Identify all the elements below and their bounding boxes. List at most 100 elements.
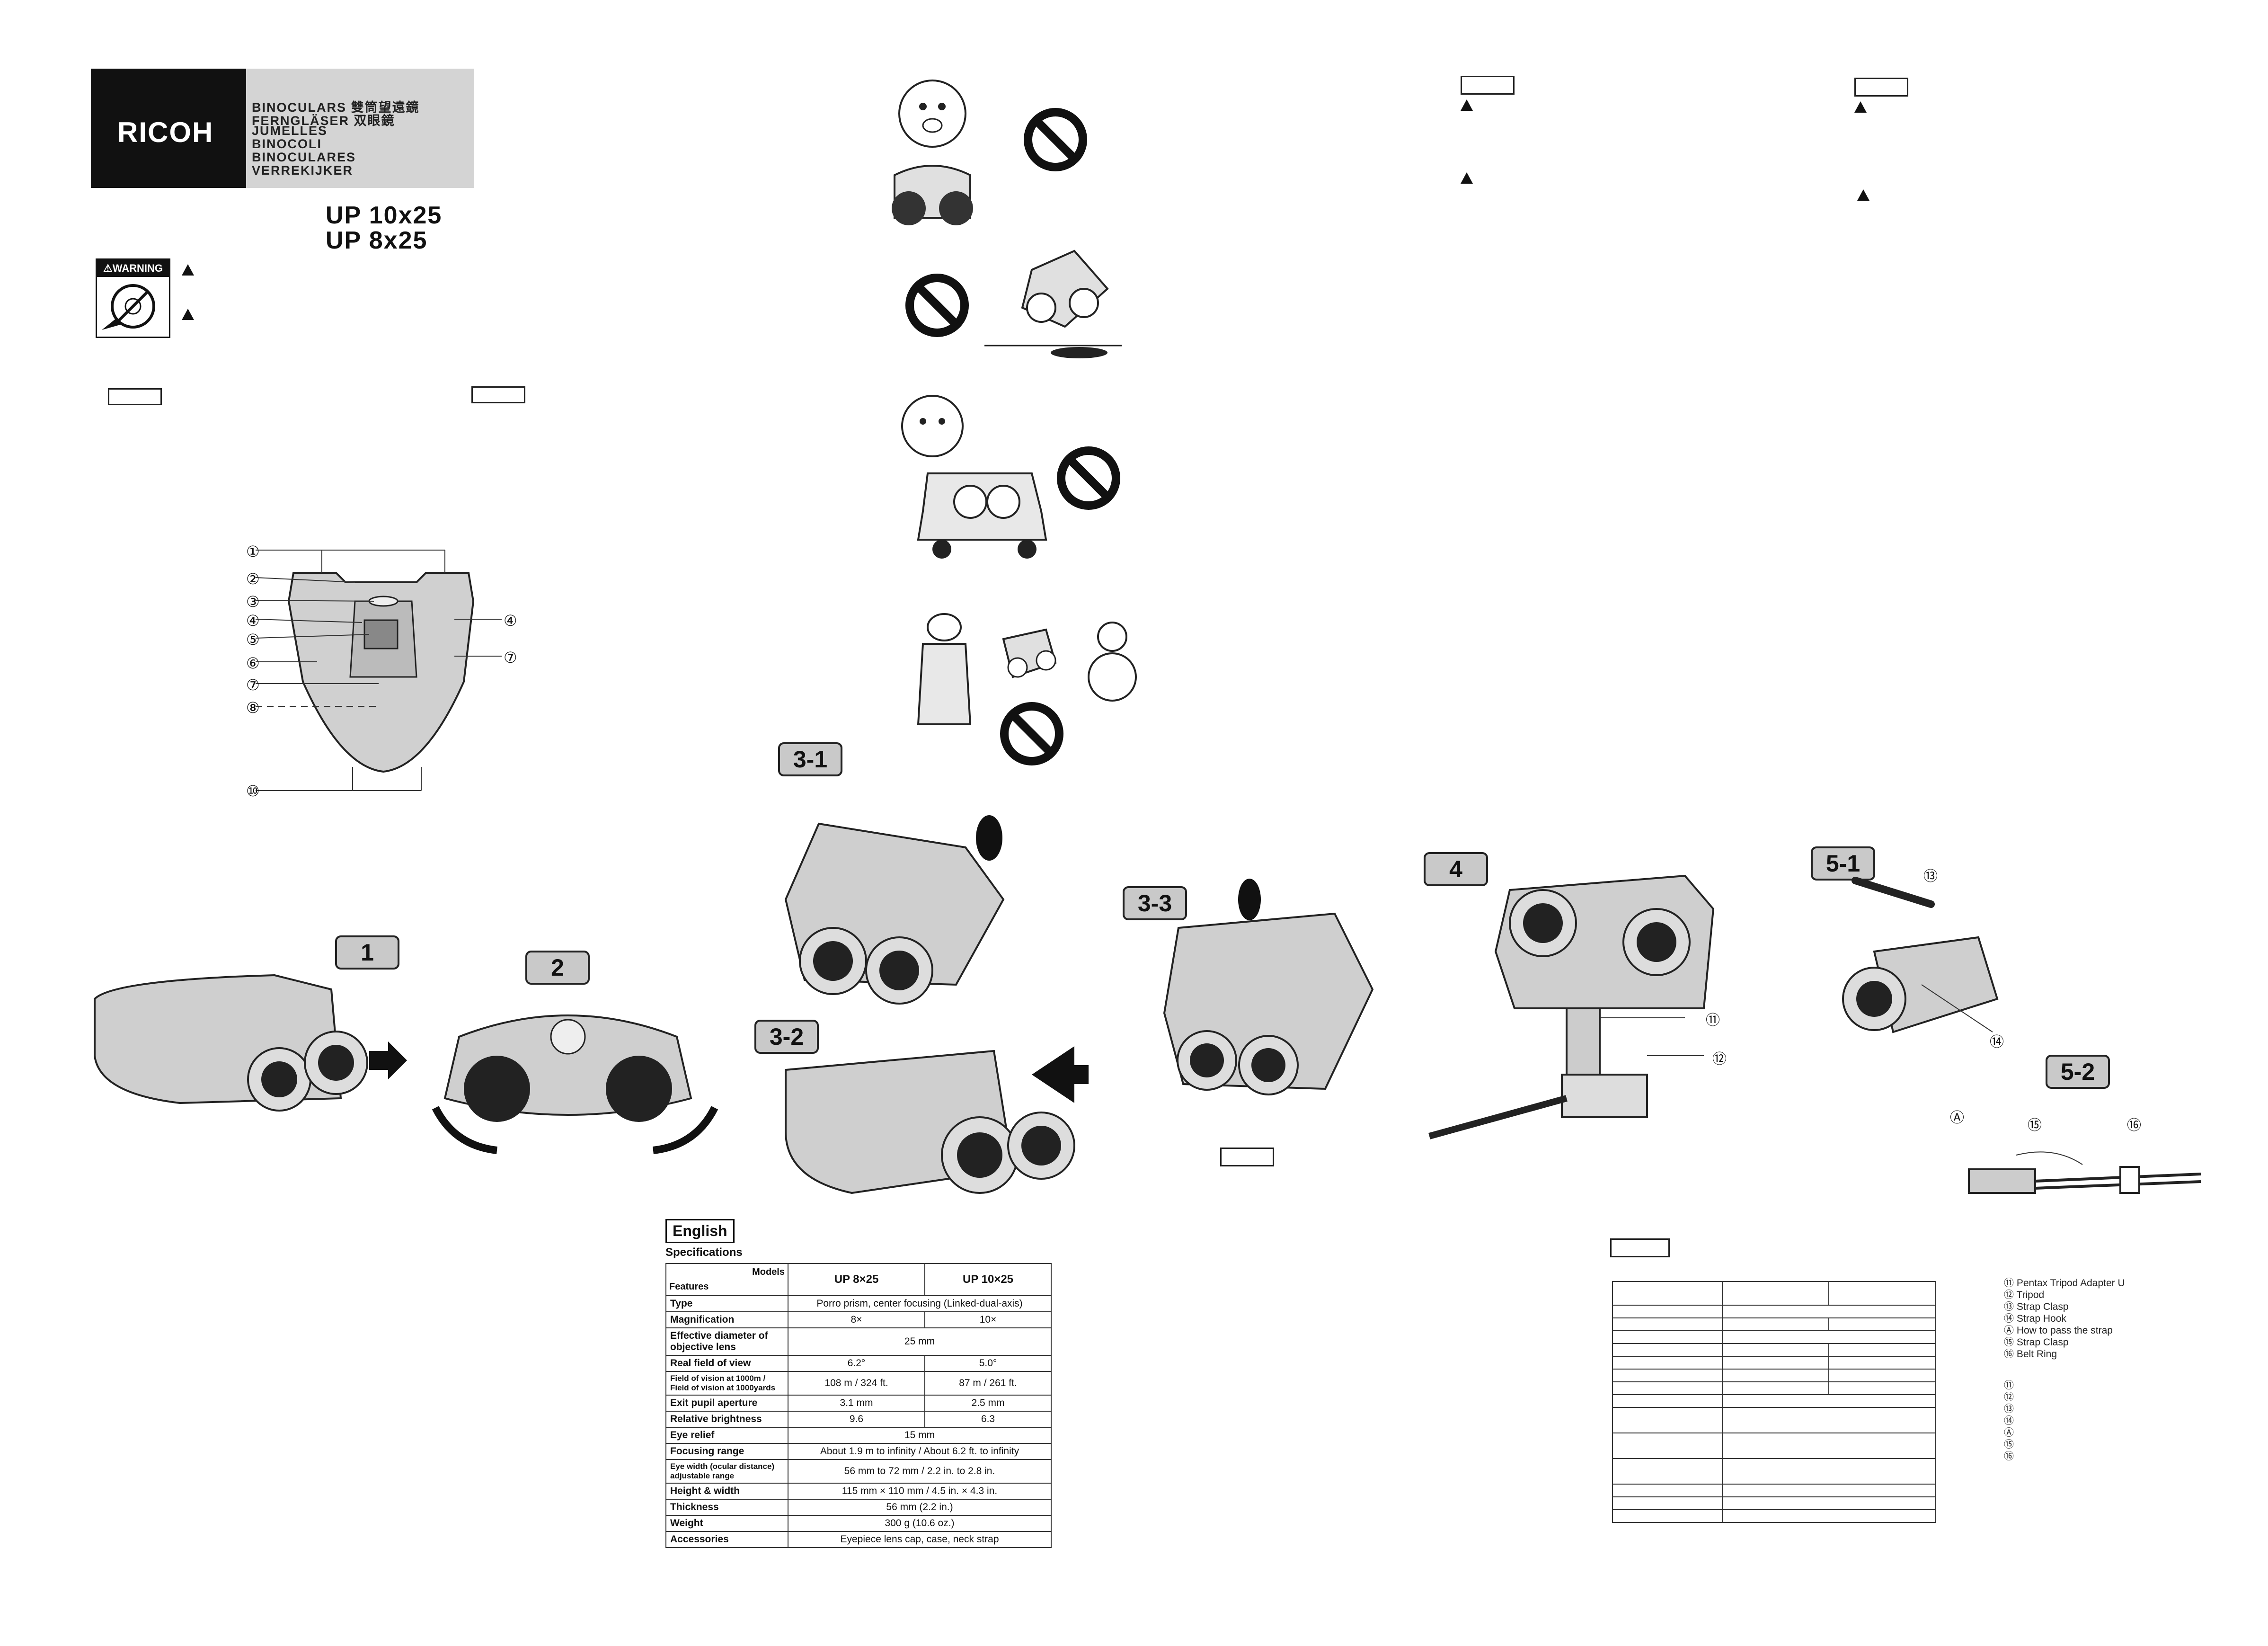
value-cell: 108 m / 324 ft. xyxy=(787,1371,926,1396)
table-row xyxy=(1612,1432,1936,1459)
step-5-2-illustration xyxy=(1968,1151,2201,1194)
step-3-3-illustration xyxy=(1163,879,1374,1095)
language-label-box xyxy=(1220,1148,1274,1166)
step-3-1-illustration xyxy=(784,815,1005,1005)
step-2-illustration xyxy=(432,1014,718,1154)
legend-symbol: ⑬ xyxy=(2004,1404,2014,1415)
step-badge: 2 xyxy=(525,951,590,985)
column-header: UP 10×25 xyxy=(924,1263,1052,1296)
value-cell: About 1.9 m to infinity / About 6.2 ft. … xyxy=(788,1443,1052,1460)
specifications-title: Specifications xyxy=(665,1246,743,1259)
feature-cell: Field of vision at 1000m / Field of visi… xyxy=(665,1371,788,1396)
feature-cell: Weight xyxy=(665,1515,788,1532)
language-title-panel: BINOCULARS 雙筒望遠鏡 FERNGLÄSER 双眼鏡 JUMELLES… xyxy=(246,69,474,188)
brand-logo: RICOH xyxy=(117,116,214,148)
no-sun-viewing-icon xyxy=(102,284,155,330)
step-badge: 3-1 xyxy=(778,742,842,776)
table-row xyxy=(1612,1343,1936,1357)
callout-number: ① xyxy=(246,543,260,560)
brand-logo-box: RICOH xyxy=(91,69,246,188)
callout-number: ⑤ xyxy=(246,631,260,648)
value-cell: 87 m / 261 ft. xyxy=(924,1371,1052,1396)
feature-cell: Real field of view xyxy=(665,1355,788,1372)
caution-triangle-icon xyxy=(1854,101,1867,113)
legend-item: ⑬ Strap Clasp xyxy=(2004,1301,2069,1312)
value-cell: 25 mm xyxy=(788,1327,1052,1356)
legend-item: Ⓐ How to pass the strap xyxy=(2004,1325,2113,1336)
language-label-box xyxy=(1854,78,1908,97)
step-5-1-illustration xyxy=(1842,877,1999,1033)
table-row: Field of vision at 1000m / Field of visi… xyxy=(665,1371,1052,1396)
feature-cell: Exit pupil aperture xyxy=(665,1395,788,1412)
step-3-2-illustration xyxy=(785,1046,1089,1194)
language-label-box xyxy=(471,386,525,403)
callout-number: ⑮ xyxy=(2028,1118,2042,1133)
callout-number: ⑬ xyxy=(1923,869,1938,884)
value-cell: 8× xyxy=(787,1311,926,1328)
callout-number: ⑦ xyxy=(504,649,517,666)
callout-number: ⑯ xyxy=(2127,1118,2141,1133)
legend-item: ⑯ Belt Ring xyxy=(2004,1349,2057,1360)
value-cell: 6.3 xyxy=(924,1411,1052,1428)
caution-triangle-icon xyxy=(182,264,194,276)
callout-number: ⑩ xyxy=(246,783,260,800)
language-line: JUMELLES xyxy=(252,124,328,138)
callout-number: ③ xyxy=(246,593,260,610)
features-header: Features xyxy=(669,1281,709,1292)
table-row xyxy=(1612,1381,1936,1395)
binocular-parts-diagram xyxy=(255,550,502,791)
table-row xyxy=(1612,1369,1936,1382)
table-row xyxy=(1612,1281,1936,1306)
table-row xyxy=(1612,1484,1936,1497)
value-cell: 10× xyxy=(924,1311,1052,1328)
step-1-illustration xyxy=(94,974,407,1112)
step-badge: 5-1 xyxy=(1811,846,1875,881)
language-label-box xyxy=(1610,1238,1670,1257)
language-label-box xyxy=(1461,76,1515,95)
value-cell: 15 mm xyxy=(788,1427,1052,1444)
warning-pictogram: ⚠WARNING xyxy=(96,258,170,338)
callout-number: ⑫ xyxy=(1712,1051,1727,1067)
caution-triangle-icon xyxy=(1461,172,1473,184)
value-cell: 115 mm × 110 mm / 4.5 in. × 4.3 in. xyxy=(788,1483,1052,1500)
value-cell: 2.5 mm xyxy=(924,1395,1052,1412)
feature-cell: Thickness xyxy=(665,1499,788,1516)
callout-number: ⑪ xyxy=(1706,1013,1720,1028)
table-row: Eye width (ocular distance) adjustable r… xyxy=(665,1459,1052,1484)
step-badge: 5-2 xyxy=(2046,1055,2110,1089)
feature-cell: Height & width xyxy=(665,1483,788,1500)
feature-cell: Magnification xyxy=(665,1311,788,1328)
language-line: BINOCULARS 雙筒望遠鏡 xyxy=(252,100,420,115)
table-row xyxy=(1612,1509,1936,1523)
feature-cell: Relative brightness xyxy=(665,1411,788,1428)
feature-cell: Effective diameter of objective lens xyxy=(665,1327,788,1356)
caution-illustrations xyxy=(892,80,1137,765)
legend-symbol: ⑮ xyxy=(2004,1439,2014,1450)
model-name: UP 10x25 xyxy=(326,202,443,229)
column-header: UP 8×25 xyxy=(787,1263,926,1296)
language-line: VERREKIJKER xyxy=(252,163,354,178)
models-header: Models xyxy=(752,1267,785,1277)
legend-symbol: Ⓐ xyxy=(2004,1427,2014,1438)
step-4-illustration xyxy=(1428,874,1715,1139)
callout-letter: Ⓐ xyxy=(1950,1110,1964,1126)
value-cell: 300 g (10.6 oz.) xyxy=(788,1515,1052,1532)
caution-triangle-icon xyxy=(1857,189,1869,201)
feature-cell: Eye relief xyxy=(665,1427,788,1444)
legend-item: ⑮ Strap Clasp xyxy=(2004,1337,2069,1348)
value-cell: 56 mm (2.2 in.) xyxy=(788,1499,1052,1516)
empty-specifications-table xyxy=(1612,1281,1936,1523)
callout-number: ⑧ xyxy=(246,699,260,716)
callout-number: ⑦ xyxy=(246,676,260,694)
value-cell: 56 mm to 72 mm / 2.2 in. to 2.8 in. xyxy=(788,1459,1052,1484)
language-line: BINOCULARES xyxy=(252,150,356,164)
